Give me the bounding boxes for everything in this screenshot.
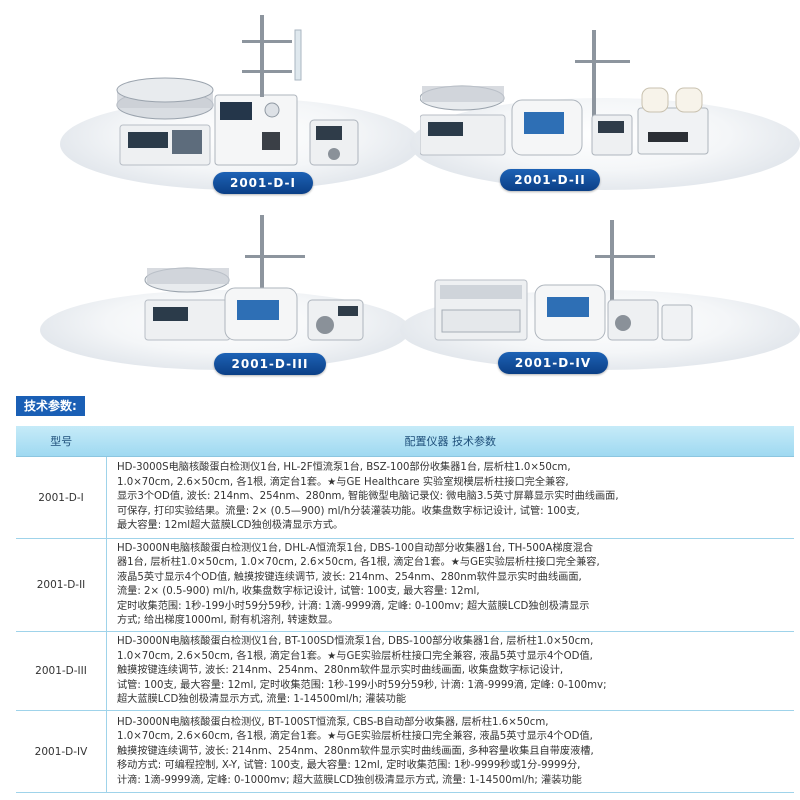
model-label-4: 2001-D-IV [498,352,608,374]
equipment-set-1-image [116,15,359,166]
section-title: 技术参数: [16,396,85,416]
table-row: 2001-D-IV HD-3000N电脑核酸蛋白检测仪, BT-100ST恒流泵… [16,710,794,794]
row-params: HD-3000S电脑核酸蛋白检测仪1台, HL-2F恒流泵1台, BSZ-100… [106,456,794,539]
header-params: 配置仪器 技术参数 [106,426,794,457]
model-label-1: 2001-D-I [213,172,313,194]
table-row: 2001-D-II HD-3000N电脑核酸蛋白检测仪1台, DHL-A恒流泵1… [16,538,794,633]
row-params: HD-3000N电脑核酸蛋白检测仪, BT-100ST恒流泵, CBS-B自动部… [106,710,794,794]
header-model: 型号 [16,426,107,457]
row-model: 2001-D-II [16,538,107,633]
table-row: 2001-D-I HD-3000S电脑核酸蛋白检测仪1台, HL-2F恒流泵1台… [16,456,794,539]
table-header-row: 型号 配置仪器 技术参数 [16,426,794,457]
equipment-set-2-image [420,30,709,156]
row-model: 2001-D-I [16,456,107,539]
equipment-set-4-image [434,220,693,341]
model-label-2: 2001-D-II [500,169,600,191]
row-model: 2001-D-III [16,631,107,712]
row-params: HD-3000N电脑核酸蛋白检测仪1台, BT-100SD恒流泵1台, DBS-… [106,631,794,712]
row-params: HD-3000N电脑核酸蛋白检测仪1台, DHL-A恒流泵1台, DBS-100… [106,538,794,633]
model-label-3: 2001-D-III [214,353,326,375]
equipment-set-3-image [144,215,364,341]
row-model: 2001-D-IV [16,710,107,794]
spec-table: 型号 配置仪器 技术参数 2001-D-I HD-3000S电脑核酸蛋白检测仪1… [16,426,794,794]
table-row: 2001-D-III HD-3000N电脑核酸蛋白检测仪1台, BT-100SD… [16,631,794,712]
product-showcase: 2001-D-I 2001-D-II 2001-D-III [0,0,800,390]
